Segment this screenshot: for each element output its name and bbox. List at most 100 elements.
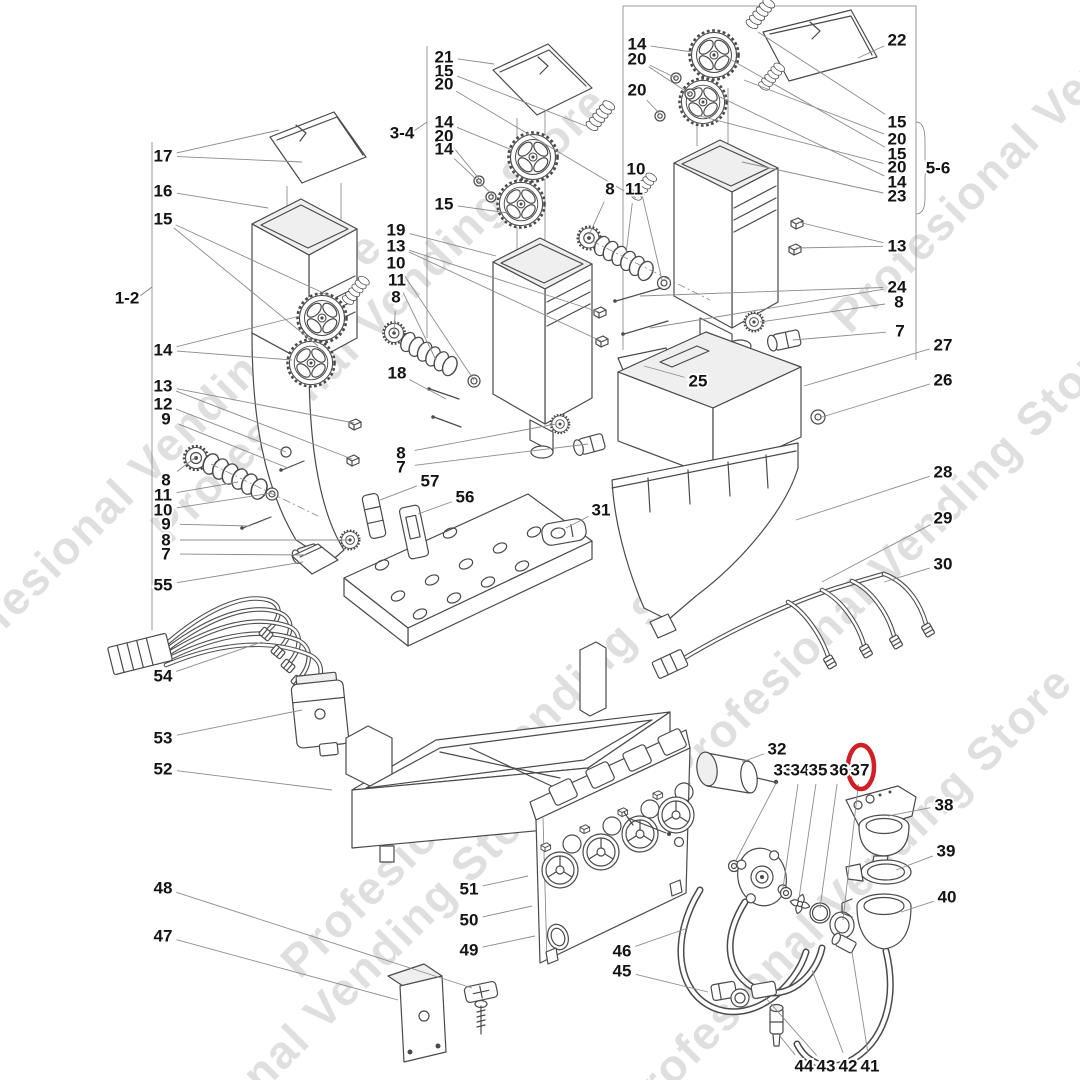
callout-13: 13 bbox=[154, 377, 173, 396]
washer-10 bbox=[656, 275, 672, 291]
leader-line bbox=[176, 192, 269, 209]
callout-20: 20 bbox=[628, 81, 647, 100]
callout-20: 20 bbox=[435, 127, 454, 146]
group-canister-5-6 bbox=[576, 0, 878, 353]
leader-line bbox=[734, 782, 777, 863]
panel-screw bbox=[627, 817, 667, 834]
callout-54: 54 bbox=[154, 667, 173, 686]
leader-line bbox=[895, 855, 934, 871]
callout-19: 19 bbox=[387, 221, 406, 240]
leader-line bbox=[176, 388, 355, 424]
leader-line bbox=[417, 501, 452, 515]
gear-wheel-15 bbox=[496, 179, 546, 229]
callout-14: 14 bbox=[154, 341, 173, 360]
cable-connector bbox=[858, 642, 874, 660]
leader-line bbox=[782, 783, 799, 889]
callout-51: 51 bbox=[460, 880, 479, 899]
callout-52: 52 bbox=[154, 760, 173, 779]
callout-53: 53 bbox=[154, 729, 173, 748]
callout-33: 33 bbox=[774, 761, 793, 780]
leader-line bbox=[650, 45, 693, 53]
leader-line bbox=[409, 249, 600, 313]
leader-line bbox=[900, 900, 934, 913]
leader-line bbox=[176, 481, 239, 494]
callout-18: 18 bbox=[388, 364, 407, 383]
callout-31: 31 bbox=[592, 501, 611, 520]
leader-line bbox=[798, 783, 817, 899]
leader-line bbox=[649, 288, 884, 329]
seal-ring-37 bbox=[829, 911, 855, 939]
callout-15: 15 bbox=[154, 210, 173, 229]
leader-line bbox=[803, 348, 930, 387]
bracket-47 bbox=[387, 963, 447, 1063]
callout-49: 49 bbox=[460, 941, 479, 960]
latch-57 bbox=[361, 492, 387, 540]
latch-31 bbox=[541, 518, 587, 546]
callout-14: 14 bbox=[888, 173, 907, 192]
o-ring-36 bbox=[809, 902, 831, 924]
washer-20 bbox=[654, 110, 666, 122]
leader-line bbox=[482, 905, 533, 918]
leader-line bbox=[759, 303, 886, 323]
group-canister-3-4 bbox=[382, 43, 659, 459]
outlet-knob-8 bbox=[549, 413, 571, 435]
leader-line bbox=[457, 58, 495, 65]
wiring-harness-right bbox=[651, 571, 936, 679]
leader-line bbox=[851, 951, 869, 1053]
leader-line bbox=[456, 75, 587, 127]
callout-13: 13 bbox=[387, 237, 406, 256]
washer-20 bbox=[473, 175, 485, 187]
leader-line bbox=[842, 783, 859, 921]
callout-13: 13 bbox=[888, 237, 907, 256]
callout-7: 7 bbox=[161, 545, 170, 564]
callout-14: 14 bbox=[435, 113, 454, 132]
callout-39: 39 bbox=[937, 842, 956, 861]
callout-36: 36 bbox=[830, 761, 849, 780]
chute-foot bbox=[649, 613, 677, 639]
leader-line bbox=[821, 524, 931, 583]
callout-28: 28 bbox=[934, 463, 953, 482]
clip bbox=[579, 824, 591, 835]
leader-line bbox=[648, 66, 691, 95]
leader-line bbox=[821, 383, 930, 418]
leader-line bbox=[741, 753, 765, 763]
leader-line bbox=[741, 161, 884, 194]
callout-8: 8 bbox=[161, 471, 170, 490]
washer-10 bbox=[467, 374, 481, 388]
leader-line bbox=[176, 156, 303, 163]
leader-line bbox=[409, 233, 497, 257]
leader-line bbox=[176, 561, 304, 584]
callout-7: 7 bbox=[895, 322, 904, 341]
leader-line bbox=[414, 443, 589, 466]
dispenser-outlets bbox=[541, 796, 695, 889]
callout-15: 15 bbox=[435, 62, 454, 81]
leader-line bbox=[883, 567, 930, 583]
callout-11: 11 bbox=[388, 271, 406, 290]
leader-line bbox=[453, 158, 495, 197]
leader-line bbox=[887, 807, 931, 817]
callout-46: 46 bbox=[613, 942, 632, 961]
leader-line bbox=[857, 45, 885, 59]
dispense-panel bbox=[529, 728, 695, 965]
chute-28 bbox=[611, 442, 799, 621]
leader-line bbox=[409, 379, 447, 400]
callout-37: 37 bbox=[851, 761, 870, 780]
latch-56 bbox=[398, 504, 430, 560]
leader-line bbox=[402, 292, 437, 361]
leader-line bbox=[639, 287, 884, 297]
tray-post bbox=[579, 641, 607, 717]
callout-38: 38 bbox=[935, 796, 954, 815]
callout-10: 10 bbox=[387, 254, 406, 273]
leader-line bbox=[797, 221, 884, 244]
callout-17: 17 bbox=[154, 147, 173, 166]
leader-line bbox=[408, 251, 602, 342]
callout-15: 15 bbox=[435, 195, 454, 214]
callout-20: 20 bbox=[628, 50, 647, 69]
ribbon-connector bbox=[651, 649, 689, 679]
leader-line bbox=[757, 31, 886, 115]
clip-13 bbox=[595, 335, 609, 348]
callout-9: 9 bbox=[161, 515, 170, 534]
panel-holes bbox=[374, 526, 542, 620]
